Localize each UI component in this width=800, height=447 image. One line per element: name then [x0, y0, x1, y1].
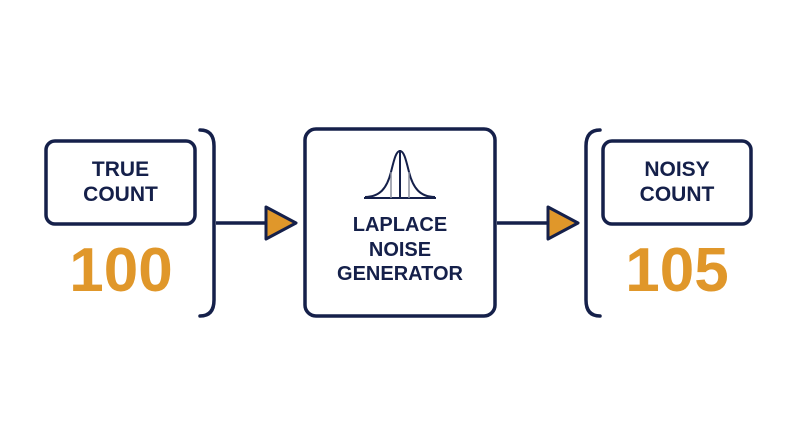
noisy-count-value: 105 [625, 236, 729, 305]
noisy-count-label: NOISY COUNT [603, 141, 751, 224]
arrow-head-1 [264, 205, 298, 241]
generator-box [303, 127, 497, 318]
true-count-value: 100 [69, 236, 173, 305]
generator-label-line1: LAPLACE [352, 214, 448, 237]
true-count-label-line1: TRUE [91, 157, 150, 181]
generator-label-line2: NOISE [368, 238, 432, 261]
generator-label: LAPLACE NOISE GENERATOR [305, 208, 495, 292]
true-count-label-line2: COUNT [83, 182, 158, 206]
true-count-label: TRUE COUNT [46, 141, 195, 224]
noisy-count-label-line1: NOISY [644, 157, 710, 181]
output-bracket [584, 128, 602, 318]
noisy-count-box [601, 139, 753, 226]
noisy-count-label-line2: COUNT [639, 182, 715, 206]
generator-label-line3: GENERATOR [337, 263, 463, 286]
true-count-box [44, 139, 197, 226]
arrow-head-2 [546, 205, 580, 241]
bell-curve-icon [364, 149, 436, 199]
input-bracket [198, 128, 216, 318]
